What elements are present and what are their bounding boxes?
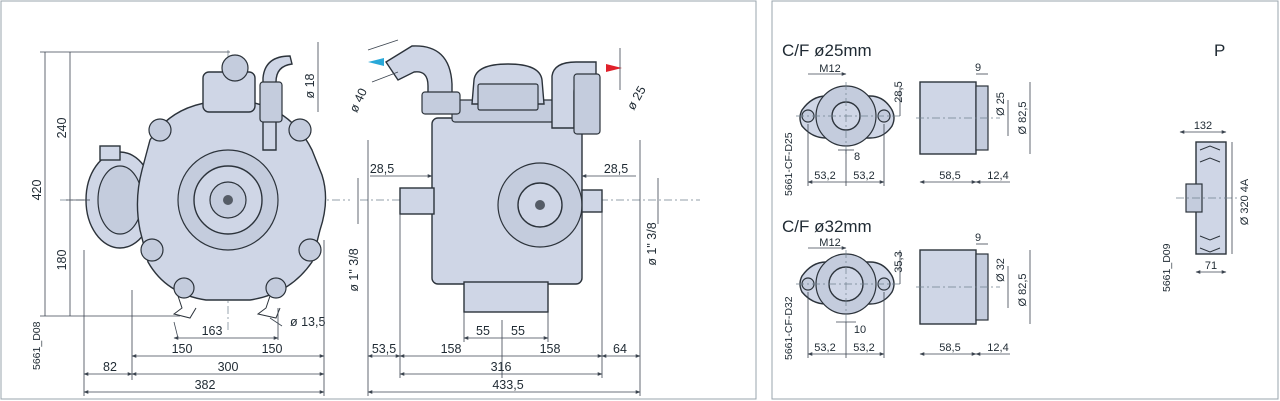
dim-right-shaft-offset: 28,5 <box>604 162 628 176</box>
dim-mount-span: 300 <box>218 360 239 374</box>
pulley-drawing: P 5661_D09 132 Ø 320 4A 71 <box>1161 41 1251 292</box>
flange-25-thread: M12 <box>819 63 840 75</box>
flange-32-half-left: 53,2 <box>814 342 835 354</box>
dim-left-shaft-offset: 28,5 <box>370 162 394 176</box>
flange-32-half-right: 53,2 <box>853 342 874 354</box>
flange-32-collar: 12,4 <box>987 342 1008 354</box>
dim-half-right: 150 <box>262 342 283 356</box>
dim-hole-diameter: ø 13,5 <box>290 315 325 329</box>
dim-foot-spacing: 163 <box>202 324 223 338</box>
flange-32-slot: 10 <box>854 324 866 336</box>
flange-32-height: 35,3 <box>893 251 905 272</box>
flange-32-code: 5661-CF-D32 <box>783 296 795 360</box>
outlet-arrow-icon <box>606 64 622 72</box>
flange-25-code: 5661-CF-D25 <box>783 132 795 196</box>
dim-foot-left: 55 <box>476 324 490 338</box>
pulley-diameter: Ø 320 4A <box>1239 178 1251 225</box>
flange-25-slot: 8 <box>854 151 860 163</box>
pulley-code: 5661_D09 <box>1161 243 1173 292</box>
flange-25-height: 28,5 <box>893 81 905 102</box>
flange-25-top-width: 9 <box>975 62 981 74</box>
flange-32-length: 58,5 <box>939 342 960 354</box>
dim-right-shaft-length: 64 <box>613 342 627 356</box>
pulley-width: 132 <box>1194 120 1212 132</box>
flange-32-top-width: 9 <box>975 232 981 244</box>
flange-32-drawing: C/F ø32mm 5661-CF-D32 M12 35,3 10 53,2 5… <box>782 217 1031 360</box>
flange-25-half-right: 53,2 <box>853 170 874 182</box>
dim-side-total-width: 433,5 <box>492 378 523 392</box>
front-view-dimensions: 420 240 180 ø 18 163 ø 13,5 150 150 82 3… <box>30 42 325 396</box>
dim-upper-height: 240 <box>55 118 69 139</box>
flange-25-bore: Ø 25 <box>995 92 1007 116</box>
dim-total-height: 420 <box>30 180 44 201</box>
dim-lower-height: 180 <box>55 250 69 271</box>
dim-outlet-diameter: ø 18 <box>303 73 317 98</box>
flange-32-title: C/F ø32mm <box>782 217 872 236</box>
dim-half-left: 150 <box>172 342 193 356</box>
flange-25-drawing: C/F ø25mm 5661-CF-D25 M12 28,5 8 53,2 53… <box>782 41 1031 196</box>
flange-32-thread: M12 <box>819 237 840 249</box>
flange-32-outer: Ø 82,5 <box>1017 273 1029 306</box>
dim-side-mount-span: 316 <box>491 360 512 374</box>
flange-25-half-left: 53,2 <box>814 170 835 182</box>
front-view-code: 5661_D08 <box>31 321 43 370</box>
dim-right-thread: ø 1" 3/8 <box>645 222 659 265</box>
dim-left-half: 158 <box>441 342 462 356</box>
dim-left-offset: 82 <box>103 360 117 374</box>
dim-left-shaft-length: 53,5 <box>372 342 396 356</box>
pump-front-view <box>60 50 350 330</box>
flange-25-collar: 12,4 <box>987 170 1008 182</box>
pulley-title: P <box>1214 41 1225 60</box>
flange-25-outer: Ø 82,5 <box>1017 101 1029 134</box>
flange-25-length: 58,5 <box>939 170 960 182</box>
flange-25-title: C/F ø25mm <box>782 41 872 60</box>
dim-total-width: 382 <box>195 378 216 392</box>
dim-foot-right: 55 <box>511 324 525 338</box>
dim-left-thread: ø 1" 3/8 <box>347 248 361 291</box>
dim-right-half: 158 <box>540 342 561 356</box>
flange-32-bore: Ø 32 <box>995 258 1007 282</box>
pulley-hub: 71 <box>1205 260 1217 272</box>
pump-side-view <box>360 45 700 313</box>
suction-arrow-icon <box>368 58 384 66</box>
